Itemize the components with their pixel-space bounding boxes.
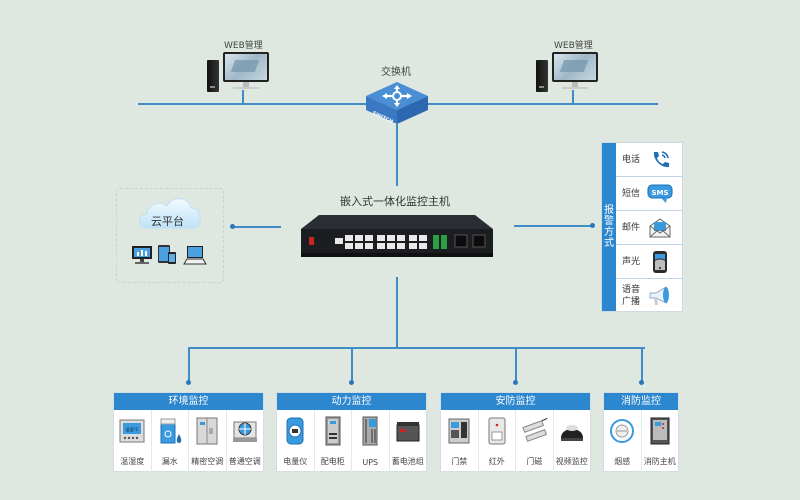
device-item: 蓄电池组 (390, 410, 427, 472)
device-item: 烟感 (604, 410, 642, 472)
branch-security (515, 347, 517, 382)
alarm-item-phone: 电话 (616, 143, 683, 177)
host-to-categories-line (396, 277, 398, 347)
switch-to-host-line (396, 124, 398, 186)
host-label: 嵌入式一体化监控主机 (340, 195, 450, 208)
ups-icon (362, 416, 378, 446)
access-control-icon (448, 418, 470, 444)
cloud-label: 云平台 (151, 215, 184, 228)
monitor-icon (552, 52, 598, 82)
smoke-detector-icon (610, 419, 635, 443)
branch-environment (188, 347, 190, 382)
ac-unit-icon (232, 421, 257, 442)
device-item: 漏水 (152, 410, 189, 472)
alarm-item-sms: 短信 SMS (616, 177, 683, 211)
battery-icon (396, 422, 420, 442)
branch-fire (641, 347, 643, 382)
device-item: 普通空调 (227, 410, 264, 472)
host-to-alarm-line (514, 225, 592, 227)
connector-dot (639, 380, 644, 385)
device-item: UPS (352, 410, 390, 472)
cloud-icon (139, 198, 201, 229)
category-power: 动力监控 电量仪 配电柜 UPS 蓄电池组 (276, 392, 427, 472)
fire-panel-icon (650, 417, 670, 445)
workstation-left-label: WEB管理 (224, 41, 263, 51)
branch-power (351, 347, 353, 382)
category-fire: 消防监控 烟感 消防主机 (603, 392, 679, 472)
alarm-item-broadcast: 语音广播 (616, 279, 683, 313)
pc-tower-icon (536, 60, 548, 92)
monitoring-host-device (301, 215, 493, 257)
sms-icon: SMS (646, 181, 674, 207)
network-switch-icon: SWITCH (366, 82, 428, 125)
power-meter-icon (286, 417, 304, 445)
monitor-icon (223, 52, 269, 82)
category-title: 安防监控 (441, 393, 590, 410)
dome-camera-icon (560, 425, 583, 441)
svg-text:SMS: SMS (651, 189, 668, 197)
workstation-right-link (572, 90, 574, 104)
device-item: 配电柜 (315, 410, 352, 472)
svg-text:温湿°C: 温湿°C (126, 426, 139, 432)
connector-dot (186, 380, 191, 385)
host-to-cloud-line (233, 226, 281, 228)
water-leak-icon (160, 418, 181, 444)
connector-dot (349, 380, 354, 385)
category-title: 动力监控 (277, 393, 426, 410)
desktop-icon (132, 246, 152, 264)
connector-dot (230, 224, 235, 229)
pc-tower-icon (207, 60, 219, 92)
device-item: 温湿°C 温湿度 (114, 410, 152, 472)
thermo-hygrometer-icon: 温湿°C (119, 419, 145, 443)
device-item: 红外 (479, 410, 516, 472)
device-item: 电量仪 (277, 410, 315, 472)
email-icon (646, 215, 674, 241)
connector-dot (590, 223, 595, 228)
device-item: 视频监控 (554, 410, 591, 472)
alarm-item-email: 邮件 (616, 211, 683, 245)
category-security: 安防监控 门禁 红外 门磁 视频监控 (440, 392, 591, 472)
connector-dot (513, 380, 518, 385)
megaphone-icon (646, 283, 674, 309)
door-magnet-icon (522, 417, 548, 442)
category-bus-line (188, 347, 645, 349)
switch-label: 交换机 (381, 67, 411, 78)
device-item: 精密空调 (189, 410, 227, 472)
device-item: 消防主机 (642, 410, 679, 472)
precision-ac-icon (196, 417, 218, 445)
tablet-phone-icon (158, 245, 176, 264)
category-title: 消防监控 (604, 393, 678, 410)
category-title: 环境监控 (114, 393, 263, 410)
cloud-platform-group (116, 188, 224, 283)
device-item: 门磁 (516, 410, 554, 472)
alarm-item-strobe: 声光 (616, 245, 683, 279)
phone-icon (646, 147, 674, 173)
workstation-left (207, 52, 287, 112)
workstation-right-label: WEB管理 (554, 41, 593, 51)
device-item: 门禁 (441, 410, 479, 472)
strobe-alarm-icon (646, 249, 674, 275)
workstation-left-link (242, 90, 244, 104)
laptop-icon (183, 246, 207, 265)
alarm-methods-title: 报 警 方 式 (602, 143, 616, 311)
distribution-cabinet-icon (325, 416, 341, 446)
category-environment: 环境监控 温湿°C 温湿度 漏水 精密空调 普通空调 (113, 392, 264, 472)
infrared-sensor-icon (488, 417, 506, 445)
alarm-methods-panel: 报 警 方 式 电话 短信 SMS 邮件 声光 语音广播 (601, 142, 683, 312)
workstation-right (536, 52, 616, 112)
